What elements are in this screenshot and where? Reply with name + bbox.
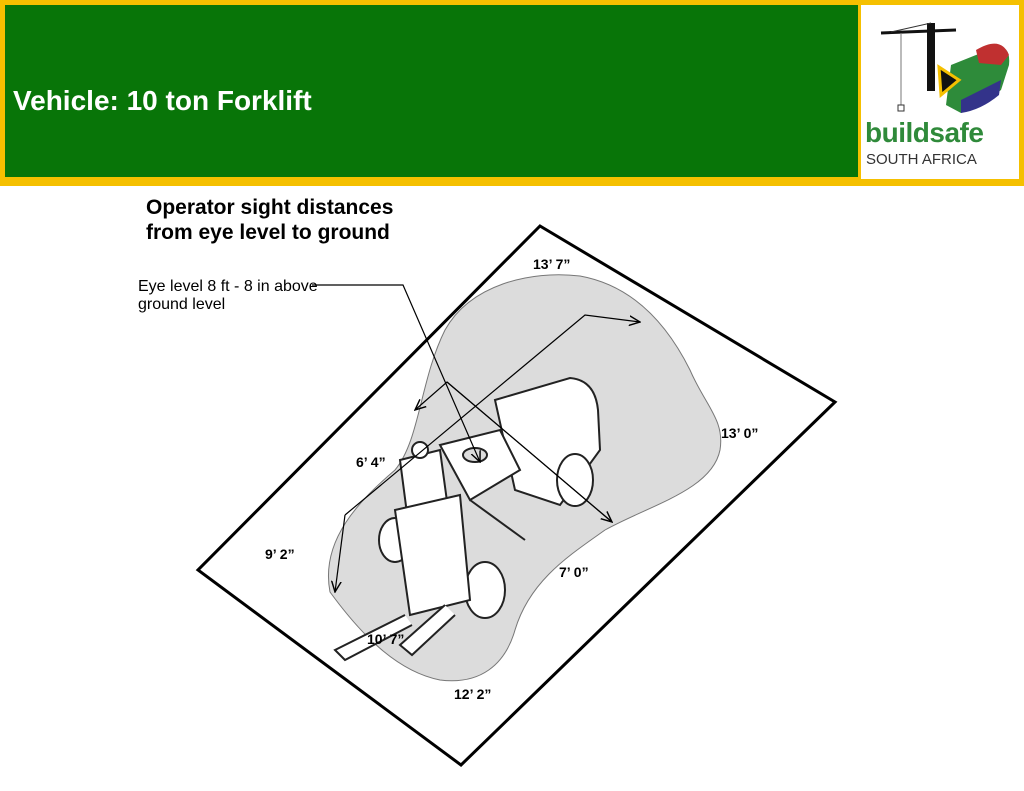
buildsafe-logo: buildsafe SOUTH AFRICA: [861, 5, 1019, 179]
distance-front: 12’ 2”: [454, 686, 492, 702]
ground-area-outline: [195, 224, 838, 767]
forklift-icon: [333, 376, 602, 662]
heading-line-2: from eye level to ground: [146, 221, 390, 244]
distance-right-front: 7’ 0”: [559, 564, 589, 580]
title-bar: Vehicle: 10 ton Forklift: [5, 5, 858, 177]
slide-header: Vehicle: 10 ton Forklift buildsafe SOUTH…: [0, 0, 1024, 186]
distance-right: 13’ 0”: [721, 425, 759, 441]
distance-left: 9’ 2”: [265, 546, 295, 562]
distance-rear: 13’ 7”: [533, 256, 571, 272]
logo-subtitle: SOUTH AFRICA: [866, 151, 977, 168]
logo-name: buildsafe: [865, 117, 984, 148]
crane-map-logo-icon: [880, 22, 1010, 114]
distance-front-left: 10’ 7”: [367, 631, 405, 647]
eye-level-note: Eye level 8 ft - 8 in above ground level: [138, 278, 318, 313]
diagram-heading: Operator sight distances from eye level …: [146, 195, 393, 245]
slide-title: Vehicle: 10 ton Forklift: [13, 85, 312, 116]
distance-left-front: 6’ 4”: [356, 454, 386, 470]
sight-lines: [312, 284, 640, 592]
heading-line-1: Operator sight distances: [146, 196, 394, 219]
